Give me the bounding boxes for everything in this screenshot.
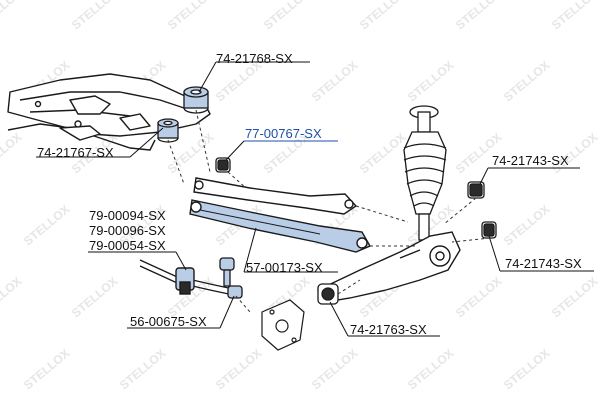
strut-spring-assembly	[403, 105, 447, 241]
label-rear-bushing-bottom: 74-21743-SX	[505, 256, 582, 271]
knuckle-bushing-part	[317, 283, 339, 305]
label-rear-bushing-top: 74-21743-SX	[492, 153, 569, 168]
stabilizer-link-part	[219, 257, 243, 299]
label-control-arm: 57-00173-SX	[246, 260, 323, 275]
watermark-text: STELLOX	[117, 346, 168, 392]
rear-bushing-bottom-part	[481, 221, 497, 239]
watermark-text: STELLOX	[501, 346, 552, 392]
label-highlighted-bushing: 77-00767-SX	[245, 126, 322, 141]
label-stab-bushing-b: 79-00096-SX	[89, 223, 166, 238]
upper-lateral-link	[193, 177, 358, 215]
watermark-text: STELLOX	[549, 274, 600, 320]
highlighted-bushing-part	[215, 157, 231, 173]
label-subframe-lower-bushing: 74-21767-SX	[37, 145, 114, 160]
watermark-text: STELLOX	[0, 130, 24, 176]
watermark-text: STELLOX	[405, 58, 456, 104]
label-leader-lines	[36, 61, 594, 337]
subframe-lower-bushing-part	[157, 118, 179, 143]
watermark-text: STELLOX	[501, 58, 552, 104]
watermark-text: STELLOX	[69, 274, 120, 320]
watermark-text: STELLOX	[21, 346, 72, 392]
watermark-text: STELLOX	[501, 202, 552, 248]
watermark-text: STELLOX	[309, 58, 360, 104]
rear-bushing-top-part	[467, 181, 485, 199]
watermark-text: STELLOX	[453, 0, 504, 32]
brake-component	[261, 299, 305, 351]
watermark-text: STELLOX	[165, 0, 216, 32]
watermark-text: STELLOX	[21, 202, 72, 248]
watermark-text: STELLOX	[453, 274, 504, 320]
lower-control-arm-part	[189, 199, 371, 253]
watermark-text: STELLOX	[405, 346, 456, 392]
watermark-text: STELLOX	[357, 0, 408, 32]
assembly-guide-lines	[167, 109, 491, 313]
watermark-text: STELLOX	[0, 0, 24, 32]
watermark-text: STELLOX	[213, 346, 264, 392]
watermark-text: STELLOX	[69, 0, 120, 32]
label-knuckle-bushing: 74-21763-SX	[350, 322, 427, 337]
label-stab-bushing-c: 79-00054-SX	[89, 238, 166, 253]
stabilizer-bar	[139, 259, 239, 297]
watermark-text: STELLOX	[549, 0, 600, 32]
watermark-text: STELLOX	[0, 274, 24, 320]
watermark-text: STELLOX	[261, 0, 312, 32]
watermark-text: STELLOX	[309, 346, 360, 392]
label-stabilizer-link: 56-00675-SX	[130, 314, 207, 329]
subframe-upper-bushing-part	[183, 86, 209, 114]
watermark-text: STELLOX	[357, 130, 408, 176]
label-subframe-upper-bushing: 74-21768-SX	[216, 51, 293, 66]
label-stab-bushing-a: 79-00094-SX	[89, 208, 166, 223]
